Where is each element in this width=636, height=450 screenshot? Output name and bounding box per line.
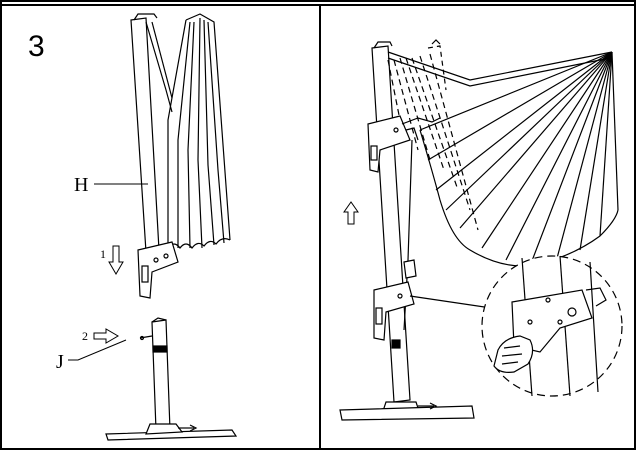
arrow-label-2: 2 [82,329,88,343]
part-label-j: J [56,351,64,373]
leader-line-j [68,339,127,361]
arrow-up-icon [343,201,359,225]
step-number: 3 [28,30,45,63]
folded-umbrella [130,13,231,299]
base-pole [105,317,238,441]
detail-inset [481,255,623,397]
arrow-label-1: 1 [100,247,106,261]
opened-umbrella [339,39,619,421]
arrow-right-icon [93,328,119,344]
arrow-down-icon [108,245,124,275]
part-label-h: H [74,174,88,196]
